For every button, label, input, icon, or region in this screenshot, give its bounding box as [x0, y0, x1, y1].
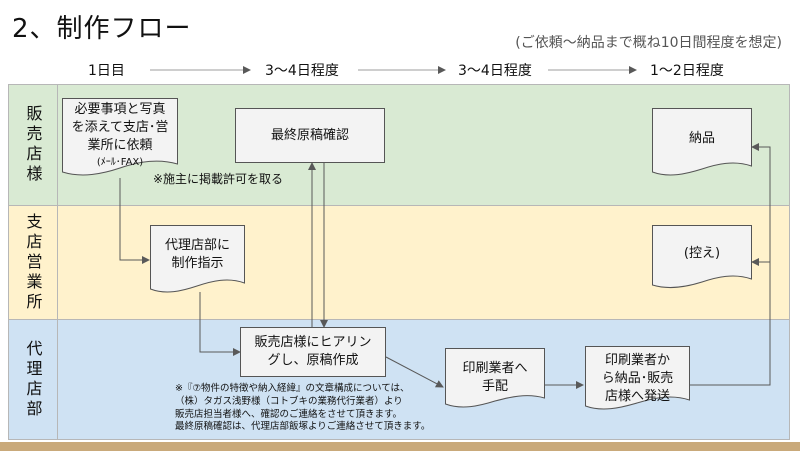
bottom-note: ※『⑦物件の特徴や納入経緯』の文章構成については、 （株）タガス浅野様（コトブキ… [175, 383, 430, 434]
lane-label-agent: 代理店部 [23, 339, 43, 420]
document-shape [445, 348, 545, 408]
bottom-note-line-1: ※『⑦物件の特徴や納入経緯』の文章構成については、 [175, 383, 410, 394]
final-check-label: 最終原稿確認 [270, 127, 349, 143]
bottom-note-line-3: 販売店担当者様へ、確認のご連絡をさせて頂きます。 [175, 408, 403, 420]
ship-line-3: 店様へ発送 [604, 389, 670, 405]
document-shape [652, 225, 752, 289]
delivery-label: 納品 [688, 131, 715, 146]
copy-label: (控え) [683, 246, 721, 261]
hearing-line-2: グし、原稿作成 [267, 353, 359, 368]
timeline-phase2: 3〜4日程度 [265, 63, 339, 79]
request-line-4: (ﾒｰﾙ･FAX) [96, 156, 144, 168]
bottom-note-line-4: 最終原稿確認は、代理店部飯塚よりご連絡させて頂きます。 [175, 421, 431, 433]
lane-label-branch: 支店営業所 [23, 212, 43, 313]
duration-note: (ご依頼〜納品まで概ね10日間程度を想定) [515, 35, 782, 51]
lane-header-agent: 代理店部 [8, 319, 58, 440]
page-title: 2、制作フロー [12, 14, 192, 44]
footer-bar [0, 442, 800, 451]
timeline-phase4: 1〜2日程度 [650, 63, 724, 79]
request-line-2: を添えて支店･営 [71, 120, 169, 136]
request-line-1: 必要事項と写真 [74, 102, 166, 117]
node-copy: (控え) [652, 225, 752, 290]
order-line-2: 手配 [481, 379, 508, 395]
bottom-note-line-2: （株）タガス浅野様（コトブキの業務代行業者）より [175, 395, 403, 407]
timeline: 1日目 3〜4日程度 3〜4日程度 1〜2日程度 [0, 60, 800, 80]
node-final-check: 最終原稿確認 [235, 108, 385, 163]
arrow-request-to-instruction [119, 178, 150, 264]
arrow-ship-to-delivery [690, 143, 771, 386]
lane-header-sales: 販売店様 [8, 84, 58, 206]
document-shape [585, 346, 690, 410]
instruction-line-2: 制作指示 [171, 256, 224, 272]
ship-line-2: ら納品･販売 [601, 371, 674, 387]
arrow-instruction-to-hearing [199, 292, 241, 356]
instruction-line-1: 代理店部に [164, 238, 230, 253]
node-ship: 印刷業者か ら納品･販売 店様へ発送 [585, 346, 690, 412]
order-line-1: 印刷業者へ [462, 361, 528, 376]
ship-line-1: 印刷業者か [604, 353, 670, 368]
timeline-day1: 1日目 [88, 63, 125, 79]
arrow-hearing-to-order [385, 356, 444, 388]
timeline-phase3: 3〜4日程度 [458, 63, 532, 79]
lane-header-branch: 支店営業所 [8, 205, 58, 320]
document-shape [62, 98, 178, 176]
lane-label-sales: 販売店様 [23, 105, 43, 185]
request-line-3: 業所に依頼 [87, 138, 153, 154]
node-branch-instruction: 代理店部に 制作指示 [150, 225, 245, 295]
node-delivery: 納品 [652, 108, 752, 178]
document-shape [150, 225, 245, 293]
permission-note: ※施主に掲載許可を取る [153, 172, 284, 186]
document-shape [652, 108, 752, 176]
node-hearing: 販売店様にヒアリン グし、原稿作成 [240, 327, 386, 377]
node-order-printer: 印刷業者へ 手配 [445, 348, 545, 410]
node-request: 必要事項と写真 を添えて支店･営 業所に依頼 (ﾒｰﾙ･FAX) [62, 98, 178, 178]
hearing-line-1: 販売店様にヒアリン [254, 335, 372, 351]
